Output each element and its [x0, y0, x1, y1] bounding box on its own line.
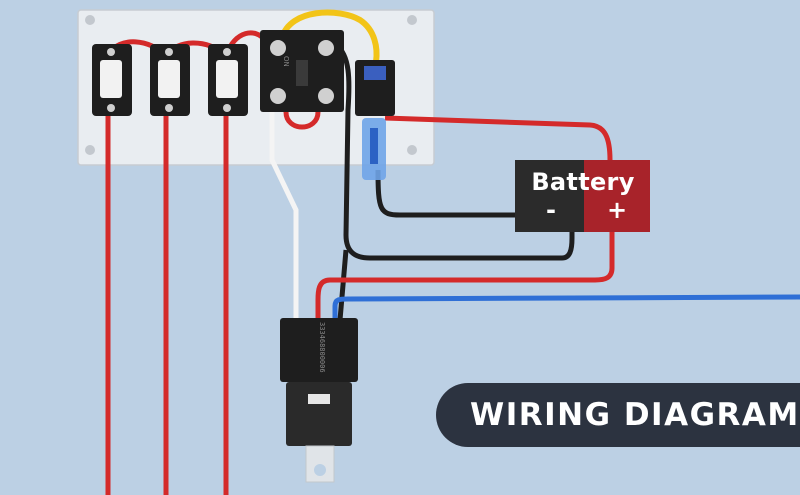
relay-marking: 333468800006 — [318, 322, 326, 373]
blue-wire — [332, 294, 800, 320]
white-wire — [269, 112, 299, 320]
relay[interactable] — [280, 318, 358, 483]
switch-on-marking: ON — [282, 56, 290, 67]
main-switch-block[interactable] — [260, 30, 344, 112]
yellow-wire — [279, 9, 380, 63]
red-power-wire — [384, 115, 613, 161]
rocker-switch-1[interactable] — [92, 44, 132, 116]
battery-positive-terminal: + — [607, 196, 628, 224]
wiring-diagram-banner: WIRING DIAGRAM — [436, 383, 800, 447]
fuse-holder[interactable] — [355, 60, 395, 180]
switch-red-jumper — [283, 111, 321, 130]
red-relay-wire — [315, 230, 615, 320]
red-feed-chain-wire — [105, 30, 267, 60]
banner-title: WIRING DIAGRAM — [470, 397, 800, 433]
battery — [515, 160, 650, 232]
rocker-switch-3[interactable] — [208, 44, 248, 116]
rocker-output-wires — [105, 112, 229, 495]
battery-negative-terminal: - — [546, 196, 556, 224]
battery-label: Battery — [531, 168, 635, 196]
rocker-switch-2[interactable] — [150, 44, 190, 116]
